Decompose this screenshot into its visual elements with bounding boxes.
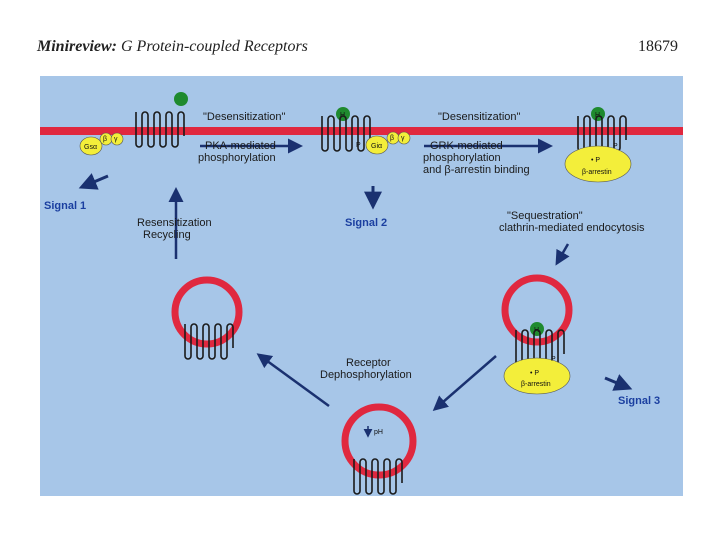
gpcr-cycle-figure: Gsα β γ "Desensitization" PKA-mediated p… [40,76,683,496]
resensitization-label-1: Resensitization [137,217,212,229]
phosphate-label: • P [530,370,539,377]
sequestration-label-2: clathrin-mediated endocytosis [499,222,645,234]
gi-alpha-icon [365,135,389,155]
header-title: G Protein-coupled Receptors [121,38,308,55]
gamma-subunit-icon [397,131,411,145]
gs-label: Gsα [84,144,97,151]
pka-label-1: PKA-mediated [205,140,276,152]
phosphate-label: • P [591,157,600,164]
signal-1-label: Signal 1 [44,200,86,212]
receptor-icon [353,458,403,495]
dephosphorylation-arrow-out [256,353,330,408]
desensitization-label-2: "Desensitization" [438,111,520,123]
phosphate-label: P [613,143,618,150]
arrestin-label: β-arrestin [582,169,612,176]
ph-label: pH [374,429,383,436]
running-header: Minireview: G Protein-coupled Receptors [37,38,308,56]
resensitization-label-2: Recycling [143,229,191,241]
arrestin-label: β-arrestin [521,381,551,388]
sequestration-label-1: "Sequestration" [507,210,583,222]
desensitization-label-1: "Desensitization" [203,111,285,123]
gamma-label: γ [401,135,405,142]
beta-arrestin-icon [564,145,632,183]
agonist-icon [174,92,188,106]
plasma-membrane [40,127,683,135]
recycling-vesicle [171,276,243,348]
signal-3-arrow [604,374,633,391]
figure-svg: Gsα β γ "Desensitization" PKA-mediated p… [40,92,683,495]
dephosphorylation-arrow-in [432,355,497,411]
beta-label: β [390,135,394,142]
grk-label-3: and β-arrestin binding [423,164,530,176]
dephosphorylation-label-2: Dephosphorylation [320,369,412,381]
dephosphorylation-label-1: Receptor [346,357,391,369]
signal-3-label: Signal 3 [618,395,660,407]
beta-arrestin-icon [503,357,571,395]
beta-label: β [103,136,107,143]
pka-label-2: phosphorylation [198,152,276,164]
grk-label-1: GRK-mediated [430,140,503,152]
endocytic-vesicle [501,274,573,346]
phosphate-label: P [356,142,361,149]
gamma-subunit-icon [110,132,124,146]
acidified-vesicle [341,403,417,479]
phosphate-label: P [551,356,556,363]
gamma-label: γ [114,136,118,143]
journal-label: Minireview: [37,38,117,55]
gs-alpha-icon [79,136,103,156]
gi-label: Giα [371,143,382,150]
page-number: 18679 [638,38,678,55]
signal-1-arrow [78,173,109,190]
sequestration-arrow [555,243,570,266]
grk-label-2: phosphorylation [423,152,501,164]
signal-2-label: Signal 2 [345,217,387,229]
